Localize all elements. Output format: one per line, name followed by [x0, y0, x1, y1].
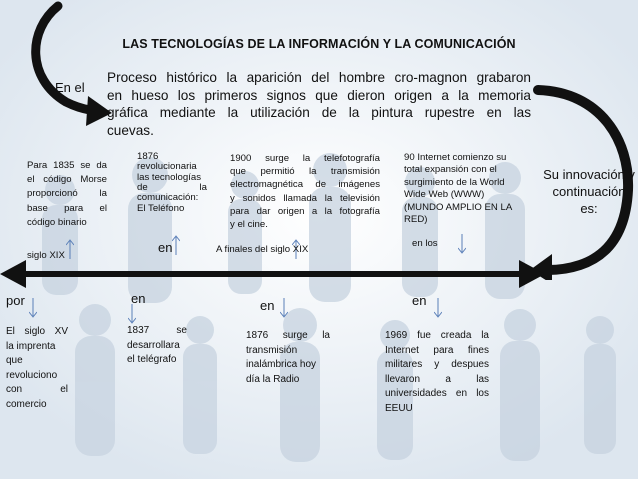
timeline-double-arrow [0, 260, 545, 288]
event-line: universidades en los [385, 388, 489, 399]
down-arrow-icon [280, 298, 288, 318]
event-line: 1969 fue creada la [385, 330, 489, 341]
connector-en: en [260, 298, 275, 313]
event-line: comunicación: [137, 192, 199, 204]
event-line: transmisión [246, 344, 298, 356]
event-line: comercio [6, 398, 47, 410]
event-line: revoluciono [6, 369, 58, 381]
side-label: Su innovación y continuación es: [543, 167, 635, 217]
event-line: 1876 [137, 151, 159, 162]
event-1969-internet: 1969 fue creada la Internet para fines m… [385, 329, 489, 416]
event-line: desarrollara [127, 339, 180, 351]
event-line: la imprenta [6, 340, 56, 352]
event-line: de la [137, 182, 207, 194]
event-line: y sonidos llamada la televisión [230, 192, 380, 204]
event-line: Para 1835 se da [27, 160, 107, 171]
event-line: que permitió la transmisión [230, 166, 380, 178]
intro-text-line: cuevas. [107, 123, 154, 139]
event-line: (MUNDO AMPLIO EN LA [404, 201, 513, 213]
event-line: Wide Web (WWW) [404, 189, 485, 201]
event-90-internet-www: 90 Internet comienzo su total expansión … [404, 152, 522, 227]
event-1837-telegrafo: 1837 se desarrollara el telégrafo [127, 324, 187, 368]
event-line: inalámbrica hoy [246, 359, 317, 370]
up-arrow-icon [172, 235, 180, 255]
event-line: con el [6, 384, 68, 395]
intro-text-line: Proceso histórico la aparición del hombr… [107, 70, 531, 85]
event-line: electromagnética de imágenes [230, 179, 380, 191]
connector-siglo-xix: siglo XIX [27, 250, 65, 261]
connector-en: en [131, 291, 146, 306]
event-line: 90 Internet comienzo su [404, 152, 507, 163]
event-line: El siglo XV [6, 326, 68, 337]
event-line: y el cine. [230, 219, 268, 231]
event-1835-morse: Para 1835 se da el código Morse proporci… [27, 159, 107, 230]
down-arrow-icon [434, 298, 442, 318]
event-1876-radio: 1876 surge la transmisión inalámbrica ho… [246, 329, 330, 387]
event-line: día la Radio [246, 373, 300, 385]
event-line: 1900 surge la telefotografía [230, 153, 380, 164]
up-arrow-icon [292, 239, 300, 259]
connector-en: en [412, 293, 427, 308]
event-line: EEUU [385, 402, 413, 414]
event-line: 1876 surge la [246, 330, 330, 341]
event-line: total expansión con el [404, 164, 497, 176]
connector-finales-siglo-xix: A finales del siglo XIX [216, 244, 309, 255]
event-line: llevaron a las [385, 373, 489, 385]
event-1876-telefono: 1876 revolucionaria las tecnologías de l… [137, 151, 207, 214]
event-line: surgimiento de la World [404, 176, 505, 188]
event-line: El Teléfono [137, 202, 185, 214]
intro-text: Proceso histórico la aparición del hombr… [107, 69, 531, 140]
event-line: base para el [27, 202, 107, 214]
connector-en-los: en los [412, 238, 438, 249]
intro-text-line: gráfica mediante la utilización de la pi… [107, 105, 531, 121]
event-line: proporcionó la [27, 188, 107, 200]
top-left-curved-arrow [31, 1, 112, 126]
down-arrow-icon [128, 304, 136, 324]
down-arrow-icon [29, 298, 37, 318]
intro-label: En el [55, 80, 85, 95]
event-line: que [6, 355, 23, 366]
event-siglo-xv-imprenta: El siglo XV la imprenta que revoluciono … [6, 325, 68, 412]
event-line: código binario [27, 216, 87, 228]
down-arrow-icon [458, 234, 466, 254]
page-title: LAS TECNOLOGÍAS DE LA INFORMACIÓN Y LA C… [122, 37, 516, 51]
intro-text-line: en hueso los primeros signos que dieron … [107, 87, 531, 103]
event-line: las tecnologías [137, 171, 201, 183]
event-line: para dar origen a la fotografía [230, 205, 380, 217]
event-line: militares y despues [385, 359, 489, 370]
event-line: el código Morse [27, 174, 107, 186]
event-line: Internet para fines [385, 344, 489, 356]
event-line: RED) [404, 214, 428, 226]
event-line: el telégrafo [127, 354, 177, 365]
connector-en: en [158, 240, 173, 255]
event-line: revolucionaria [137, 161, 197, 173]
connector-por: por [6, 293, 25, 308]
event-1900-television: 1900 surge la telefotografía que permiti… [230, 152, 380, 231]
event-line: 1837 se [127, 325, 187, 336]
up-arrow-icon [66, 239, 74, 259]
